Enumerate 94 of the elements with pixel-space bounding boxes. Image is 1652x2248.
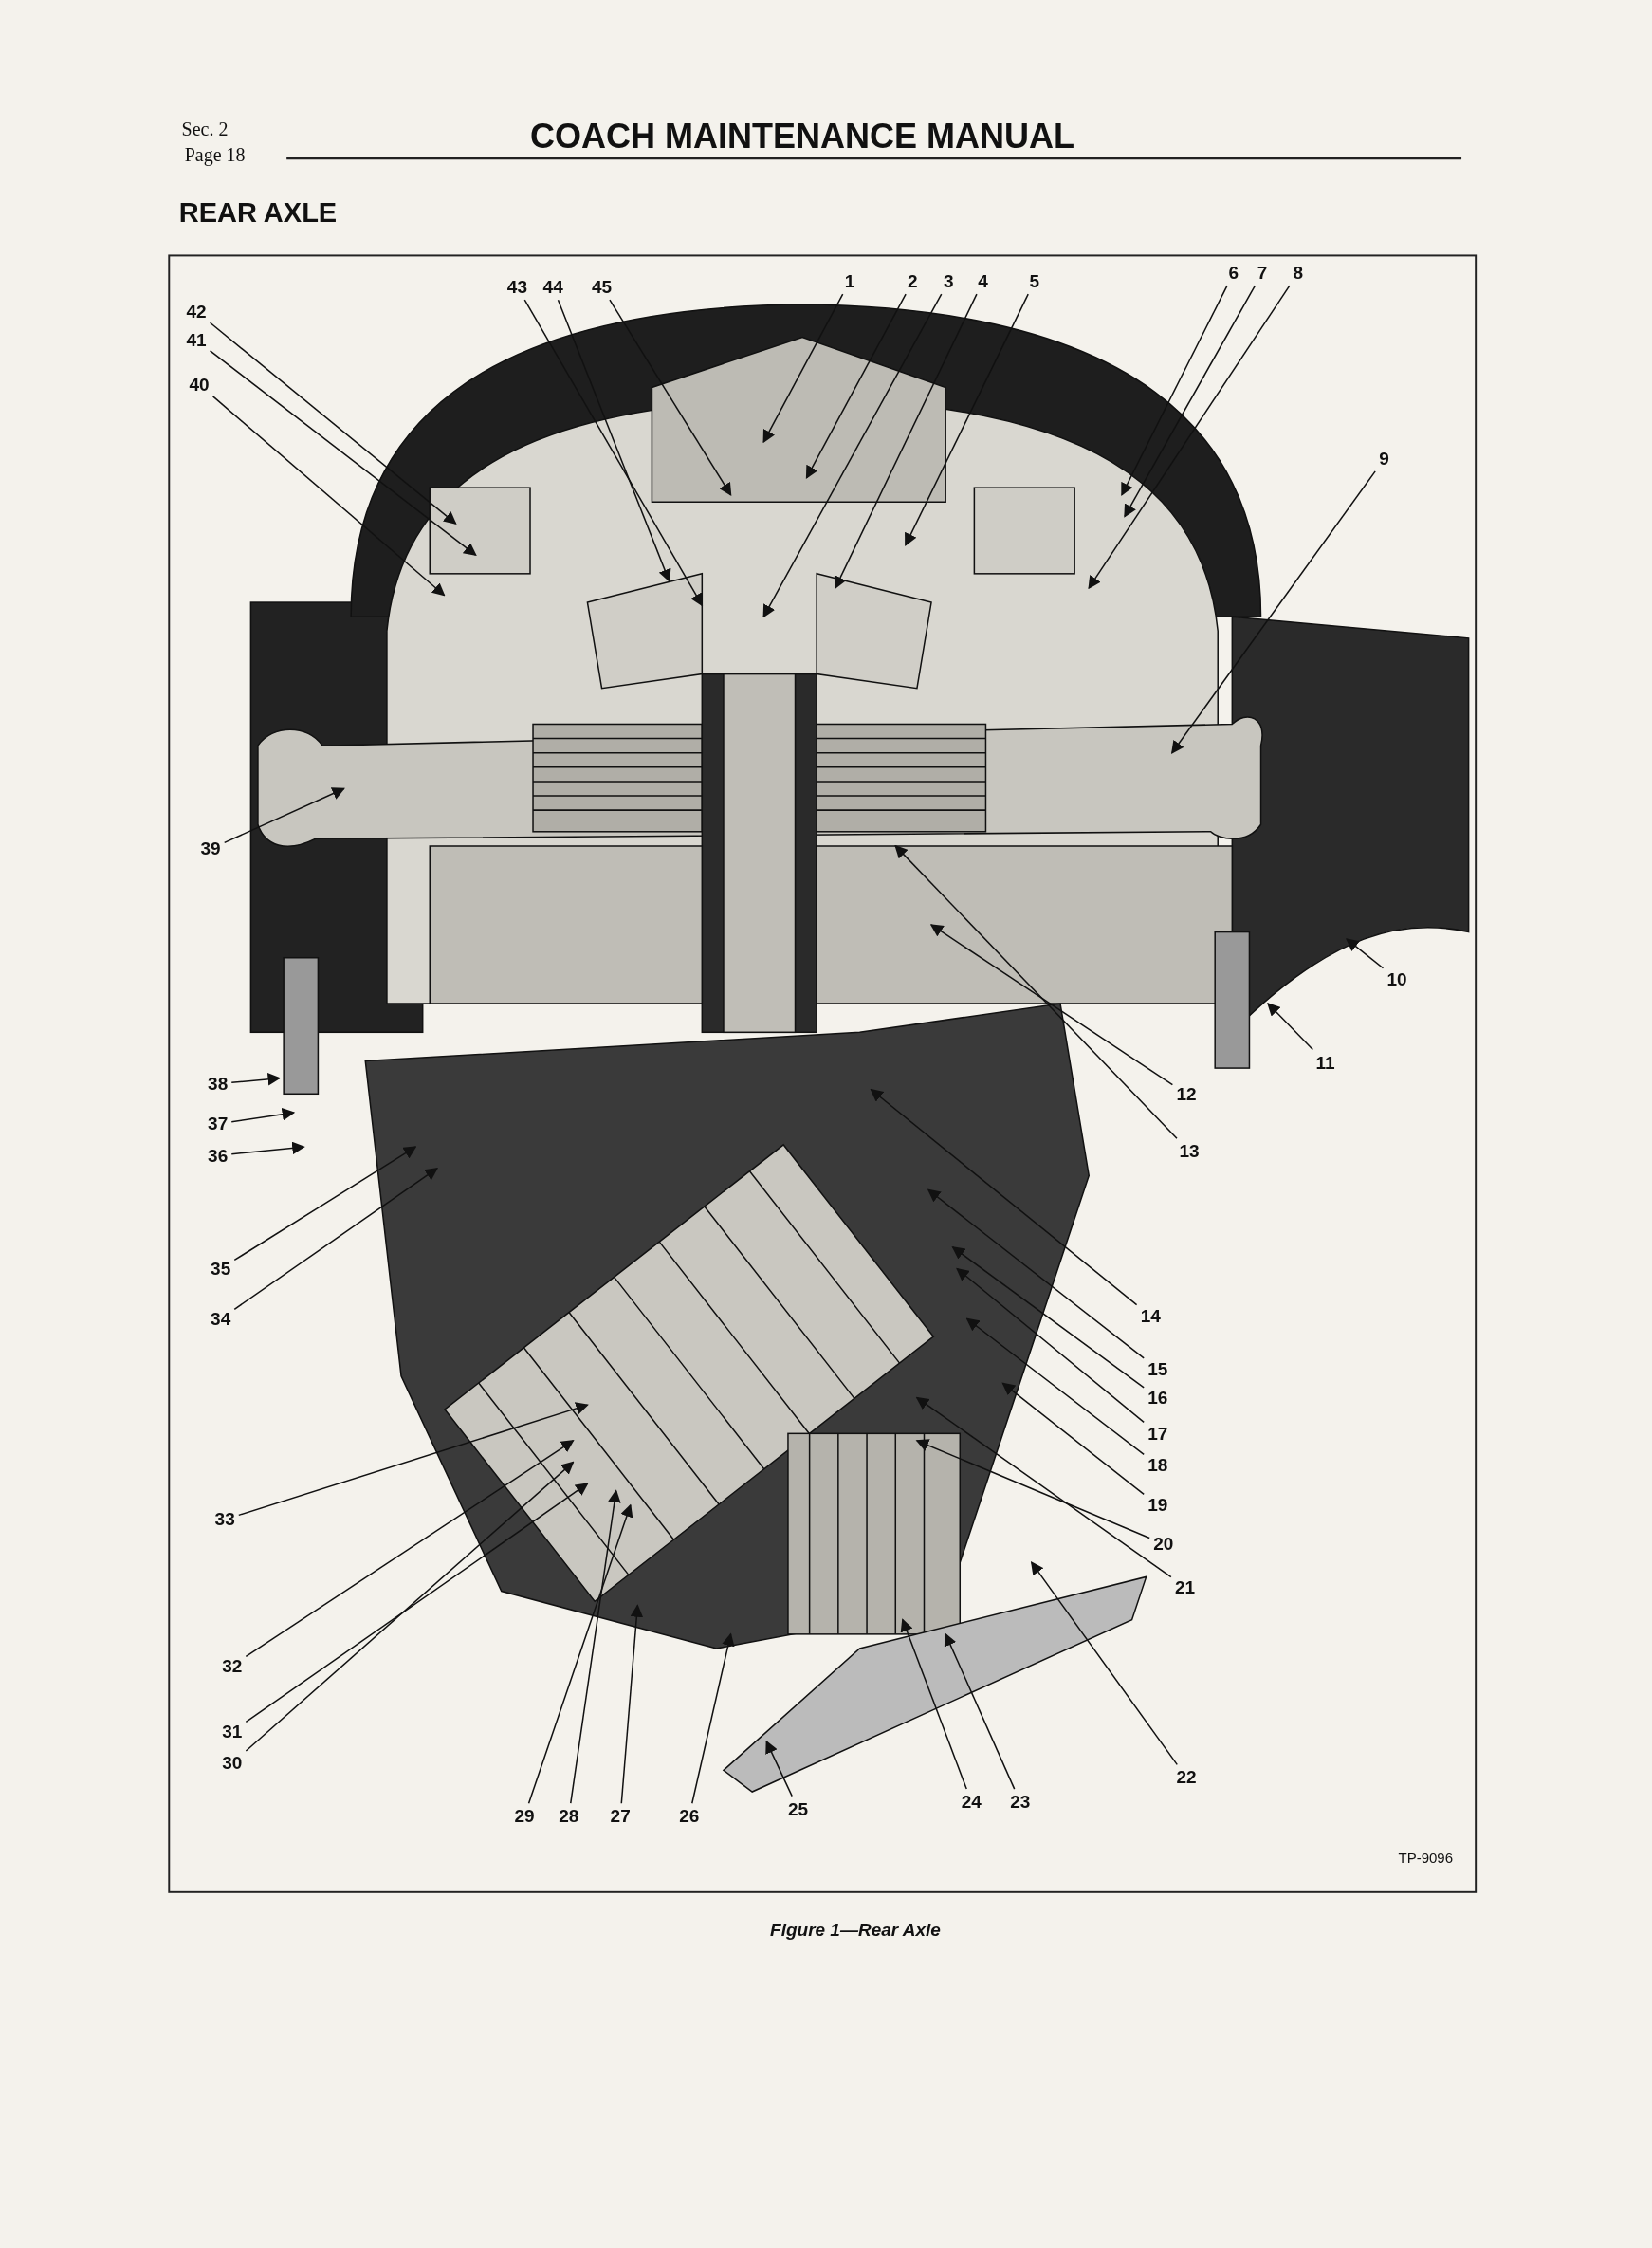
callout-number: 4: [977, 270, 989, 291]
callout-number: 8: [1292, 262, 1305, 283]
leader-line: [1346, 938, 1385, 969]
leader-line: [805, 293, 907, 479]
leader-line: [870, 1088, 1138, 1306]
leader-line: [230, 1141, 305, 1155]
section-number: Sec. 2: [181, 118, 229, 140]
callout-number: 14: [1139, 1305, 1162, 1326]
leader-line: [1121, 285, 1228, 497]
leader-line: [209, 350, 477, 557]
leader-line: [230, 1108, 296, 1123]
leader-line: [1267, 1003, 1314, 1051]
callout-number: 37: [207, 1114, 229, 1133]
leader-line: [927, 1188, 1145, 1359]
callout-number: 11: [1314, 1052, 1336, 1073]
leader-line: [211, 396, 446, 597]
leader-line: [233, 1146, 417, 1262]
callout-number: 16: [1147, 1387, 1169, 1408]
callout-number: 39: [199, 838, 222, 858]
callout-number: 20: [1152, 1533, 1175, 1554]
callout-number: 19: [1147, 1494, 1169, 1515]
callout-number: 18: [1147, 1454, 1169, 1475]
leader-line: [209, 322, 457, 525]
callout-number: 30: [221, 1752, 244, 1773]
leader-line: [900, 1618, 967, 1790]
leader-line: [1001, 1382, 1145, 1496]
callout-number: 9: [1378, 448, 1390, 469]
leader-line: [915, 1396, 1172, 1578]
leader-line: [915, 1439, 1150, 1539]
callout-number: 36: [207, 1145, 229, 1166]
callout-number: 35: [210, 1258, 232, 1279]
callout-number: 27: [609, 1805, 632, 1826]
callout-number: 42: [185, 301, 208, 322]
leader-line: [233, 1167, 439, 1311]
callout-number: 17: [1147, 1423, 1169, 1444]
callout-number: 33: [213, 1509, 236, 1529]
callout-number: 12: [1175, 1083, 1198, 1104]
leader-line: [944, 1632, 1016, 1790]
callout-number: 26: [678, 1805, 701, 1826]
callout-number: 32: [221, 1655, 244, 1676]
leader-line: [1171, 470, 1376, 754]
callout-number: 44: [541, 276, 564, 297]
leader-line: [905, 293, 1029, 546]
section-heading: REAR AXLE: [178, 196, 338, 229]
leader-line: [691, 1632, 735, 1804]
leader-line: [609, 299, 732, 496]
callout-number: 7: [1256, 262, 1269, 283]
callout-number: 31: [221, 1721, 244, 1741]
callout-number: 29: [513, 1805, 536, 1826]
callout-number: 1: [843, 270, 856, 291]
leader-line: [965, 1317, 1145, 1456]
leader-line: [1030, 1561, 1178, 1766]
callout-number: 40: [188, 374, 211, 395]
leader-line: [765, 1740, 793, 1797]
leader-line: [245, 1461, 575, 1752]
callout-number: 13: [1178, 1140, 1201, 1161]
leader-line: [527, 1503, 633, 1804]
callout-number: 41: [185, 329, 208, 350]
leader-line: [951, 1246, 1145, 1389]
leader-line: [929, 924, 1174, 1086]
leader-line: [1124, 285, 1257, 518]
page-heading: COACH MAINTENANCE MANUAL: [530, 116, 1075, 157]
callout-number: 38: [207, 1073, 229, 1094]
callout-number: 2: [907, 270, 919, 291]
leader-line: [245, 1440, 575, 1658]
page-number: Page 18: [184, 143, 246, 166]
leader-line: [762, 293, 943, 618]
callout-number: 15: [1147, 1358, 1169, 1379]
leader-line: [570, 1489, 621, 1804]
callout-number: 10: [1386, 968, 1408, 989]
callout-number: 5: [1028, 270, 1041, 291]
callout-number: 21: [1173, 1576, 1196, 1596]
callout-number: 23: [1009, 1791, 1032, 1812]
leader-line: [557, 299, 671, 582]
leader-line: [245, 1483, 589, 1723]
leader-line: [956, 1267, 1145, 1424]
leader-line: [834, 293, 978, 590]
callout-number: 34: [210, 1308, 232, 1329]
figure-caption: Figure 1—Rear Axle: [770, 1920, 941, 1942]
leader-line: [238, 1402, 589, 1517]
callout-number: 43: [505, 276, 528, 297]
leader-line: [1088, 285, 1291, 590]
leader-line: [523, 299, 704, 607]
callout-number: 24: [960, 1791, 982, 1812]
leader-line: [620, 1604, 644, 1804]
callout-number: 28: [558, 1805, 580, 1826]
callout-number: 6: [1227, 262, 1240, 283]
drawing-number: TP-9096: [1398, 1849, 1454, 1866]
leader-line: [894, 844, 1178, 1139]
callout-number: 3: [942, 270, 955, 291]
callout-number: 25: [786, 1798, 810, 1819]
callout-number: 22: [1175, 1766, 1198, 1787]
leader-line: [230, 1073, 282, 1086]
callout-number: 45: [591, 276, 614, 297]
